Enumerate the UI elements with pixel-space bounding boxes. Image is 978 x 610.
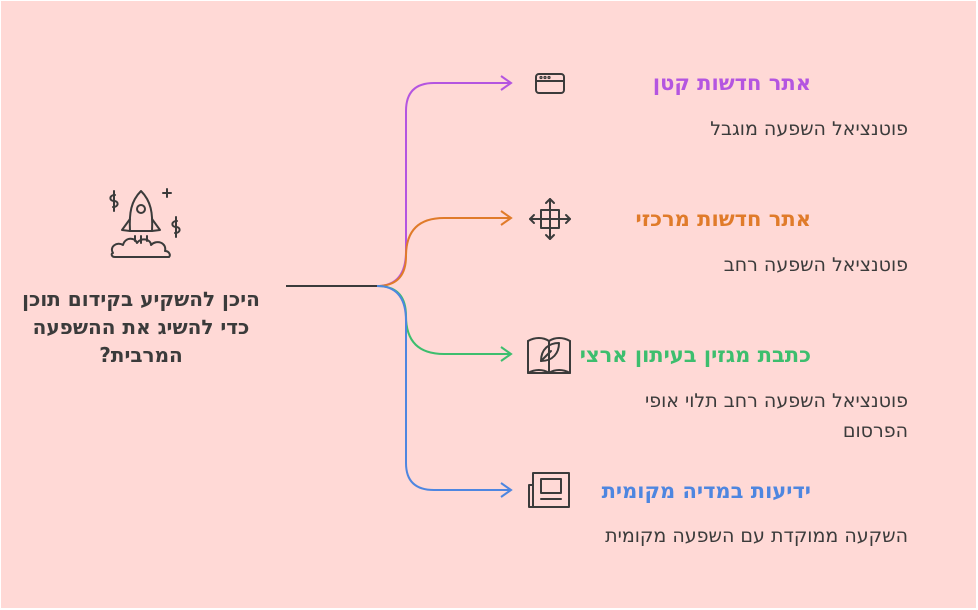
rocket-with-dollar-icon xyxy=(109,188,181,258)
branch-2-title: אתר חדשות מרכזי xyxy=(635,207,811,231)
move-arrows-icon xyxy=(529,198,571,240)
arrowhead-branch-2 xyxy=(500,210,513,226)
connector-branch-2 xyxy=(376,217,511,287)
root-question: היכן להשקיע בקידום תוכן כדי להשיג את ההש… xyxy=(22,287,260,367)
branch-4-title: ידיעות במדיה מקומית xyxy=(601,479,811,503)
branch-1-title: אתר חדשות קטן xyxy=(652,71,811,95)
arrowhead-branch-1 xyxy=(500,75,513,91)
browser-window-icon xyxy=(535,73,565,94)
open-book-leaf-icon xyxy=(527,337,571,374)
newspaper-icon xyxy=(528,472,570,508)
connector-branch-3 xyxy=(376,285,511,355)
branch-4-description: השקעה ממוקדת עם השפעה מקומית xyxy=(605,525,908,547)
connector-branch-1 xyxy=(376,82,511,287)
arrowhead-branch-4 xyxy=(500,482,513,498)
connector-branch-4 xyxy=(376,285,511,491)
branch-3-description: פוטנציאל השפעה רחב תלוי אופי הפרסום xyxy=(644,390,908,442)
arrowhead-branch-3 xyxy=(500,346,513,362)
branch-1-description: פוטנציאל השפעה מוגבל xyxy=(710,118,908,140)
branch-3-title: כתבת מגזין בעיתון ארצי xyxy=(579,343,811,367)
branch-2-description: פוטנציאל השפעה רחב xyxy=(723,254,908,276)
